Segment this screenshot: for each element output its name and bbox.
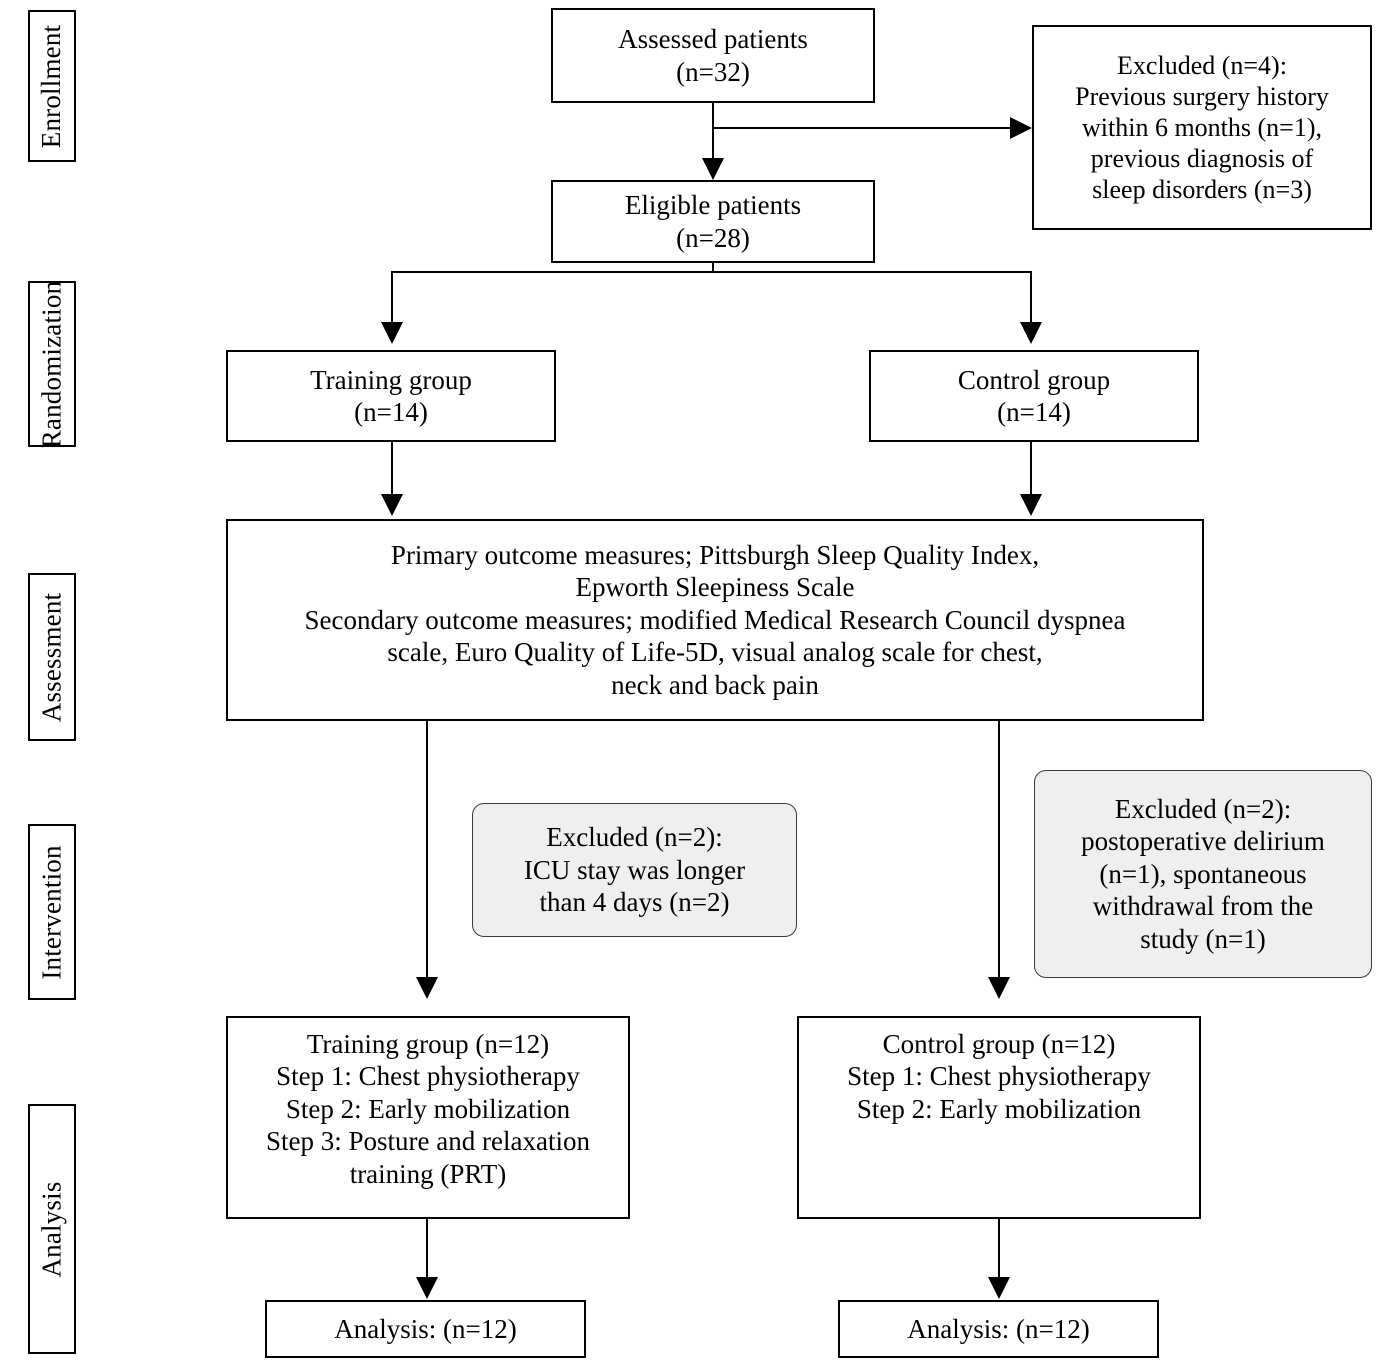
node-excluded-enrollment-line-4: previous diagnosis of <box>1090 144 1314 174</box>
node-outcome-measures-line-3: Secondary outcome measures; modified Med… <box>304 604 1126 635</box>
node-training-intervention-line-4: Step 3: Posture and relaxation <box>266 1126 590 1157</box>
node-excluded-enrollment-line-2: Previous surgery history <box>1075 81 1329 111</box>
node-control-intervention-line-3: Step 2: Early mobilization <box>856 1093 1142 1124</box>
node-training-intervention-line-5: training (PRT) <box>349 1158 507 1189</box>
stage-label-randomization: Randomization <box>28 280 76 448</box>
node-training-group-line-1: Training group <box>310 364 472 395</box>
node-eligible-patients-line-2: (n=28) <box>676 222 750 253</box>
node-outcome-measures-line-1: Primary outcome measures; Pittsburgh Sle… <box>390 540 1040 571</box>
node-excluded-control-line-2: postoperative delirium <box>1081 826 1325 857</box>
arrow-assessment-to-control-intervention <box>988 977 1010 999</box>
node-assessed-patients-line-1: Assessed patients <box>618 24 808 55</box>
stage-label-intervention-text: Intervention <box>36 844 67 980</box>
node-training-intervention: Training group (n=12) Step 1: Chest phys… <box>226 1016 630 1219</box>
node-training-intervention-line-2: Step 1: Chest physiotherapy <box>276 1061 580 1092</box>
connector-training-to-analysis <box>426 1219 428 1281</box>
node-eligible-patients-line-1: Eligible patients <box>624 190 802 221</box>
node-excluded-training: Excluded (n=2): ICU stay was longer than… <box>472 803 797 937</box>
arrow-training-to-assessment <box>381 494 403 516</box>
node-excluded-enrollment-line-5: sleep disorders (n=3) <box>1092 175 1312 205</box>
stage-label-assessment: Assessment <box>28 573 76 741</box>
arrow-to-training-group <box>381 322 403 344</box>
connector-randomization-bus <box>391 271 1032 273</box>
connector-randomization-right <box>1030 271 1032 326</box>
node-training-intervention-line-3: Step 2: Early mobilization <box>285 1093 571 1124</box>
node-assessed-patients: Assessed patients (n=32) <box>551 8 875 103</box>
node-excluded-training-line-1: Excluded (n=2): <box>546 822 723 853</box>
node-outcome-measures-line-5: neck and back pain <box>611 669 819 700</box>
node-outcome-measures: Primary outcome measures; Pittsburgh Sle… <box>226 519 1204 721</box>
node-excluded-training-line-3: than 4 days (n=2) <box>539 887 730 918</box>
connector-control-to-analysis <box>998 1219 1000 1281</box>
node-excluded-control-line-1: Excluded (n=2): <box>1114 794 1292 825</box>
node-excluded-enrollment: Excluded (n=4): Previous surgery history… <box>1032 25 1372 230</box>
connector-assessed-to-eligible-stem <box>712 103 714 161</box>
node-outcome-measures-line-2: Epworth Sleepiness Scale <box>575 572 855 603</box>
node-analysis-training-line-1: Analysis: (n=12) <box>334 1313 517 1344</box>
node-control-intervention: Control group (n=12) Step 1: Chest physi… <box>797 1016 1201 1219</box>
stage-label-intervention: Intervention <box>28 824 76 1000</box>
arrow-control-to-assessment <box>1020 494 1042 516</box>
arrow-assessed-to-eligible <box>702 158 724 180</box>
node-training-group: Training group (n=14) <box>226 350 556 442</box>
stage-label-analysis: Analysis <box>28 1104 76 1354</box>
node-excluded-enrollment-line-1: Excluded (n=4): <box>1117 50 1287 80</box>
node-assessed-patients-line-2: (n=32) <box>676 56 750 87</box>
stage-label-enrollment-text: Enrollment <box>36 24 67 148</box>
arrow-training-to-analysis <box>416 1277 438 1299</box>
node-excluded-control-line-4: withdrawal from the <box>1092 891 1314 922</box>
connector-assessment-to-training-intervention <box>426 721 428 981</box>
node-excluded-control: Excluded (n=2): postoperative delirium (… <box>1034 770 1372 978</box>
stage-label-randomization-text: Randomization <box>36 280 67 448</box>
node-excluded-control-line-5: study (n=1) <box>1140 923 1266 954</box>
arrow-assessment-to-training-intervention <box>416 977 438 999</box>
stage-label-analysis-text: Analysis <box>36 1180 67 1278</box>
node-control-group: Control group (n=14) <box>869 350 1199 442</box>
node-control-intervention-line-2: Step 1: Chest physiotherapy <box>847 1061 1151 1092</box>
node-control-group-line-2: (n=14) <box>997 397 1071 427</box>
node-excluded-enrollment-line-3: within 6 months (n=1), <box>1082 112 1322 142</box>
connector-assessed-to-excluded <box>712 127 1012 129</box>
arrow-assessed-to-excluded <box>1010 117 1032 139</box>
node-eligible-patients: Eligible patients (n=28) <box>551 180 875 263</box>
arrow-control-to-analysis <box>988 1277 1010 1299</box>
node-control-intervention-line-1: Control group (n=12) <box>882 1029 1116 1059</box>
stage-label-assessment-text: Assessment <box>36 592 67 722</box>
node-training-group-line-2: (n=14) <box>354 397 428 427</box>
arrow-to-control-group <box>1020 322 1042 344</box>
node-outcome-measures-line-4: scale, Euro Quality of Life-5D, visual a… <box>387 637 1043 668</box>
node-excluded-training-line-2: ICU stay was longer <box>523 854 746 885</box>
connector-training-to-assessment <box>391 442 393 498</box>
connector-randomization-left <box>391 271 393 326</box>
stage-label-enrollment: Enrollment <box>28 10 76 162</box>
connector-control-to-assessment <box>1030 442 1032 498</box>
connector-eligible-stem <box>712 263 714 273</box>
connector-assessment-to-control-intervention <box>998 721 1000 981</box>
node-analysis-training: Analysis: (n=12) <box>265 1300 586 1358</box>
node-training-intervention-line-1: Training group (n=12) <box>306 1029 550 1059</box>
node-analysis-control-line-1: Analysis: (n=12) <box>907 1313 1090 1344</box>
node-analysis-control: Analysis: (n=12) <box>838 1300 1159 1358</box>
node-excluded-control-line-3: (n=1), spontaneous <box>1099 858 1307 889</box>
node-control-group-line-1: Control group <box>957 364 1111 395</box>
